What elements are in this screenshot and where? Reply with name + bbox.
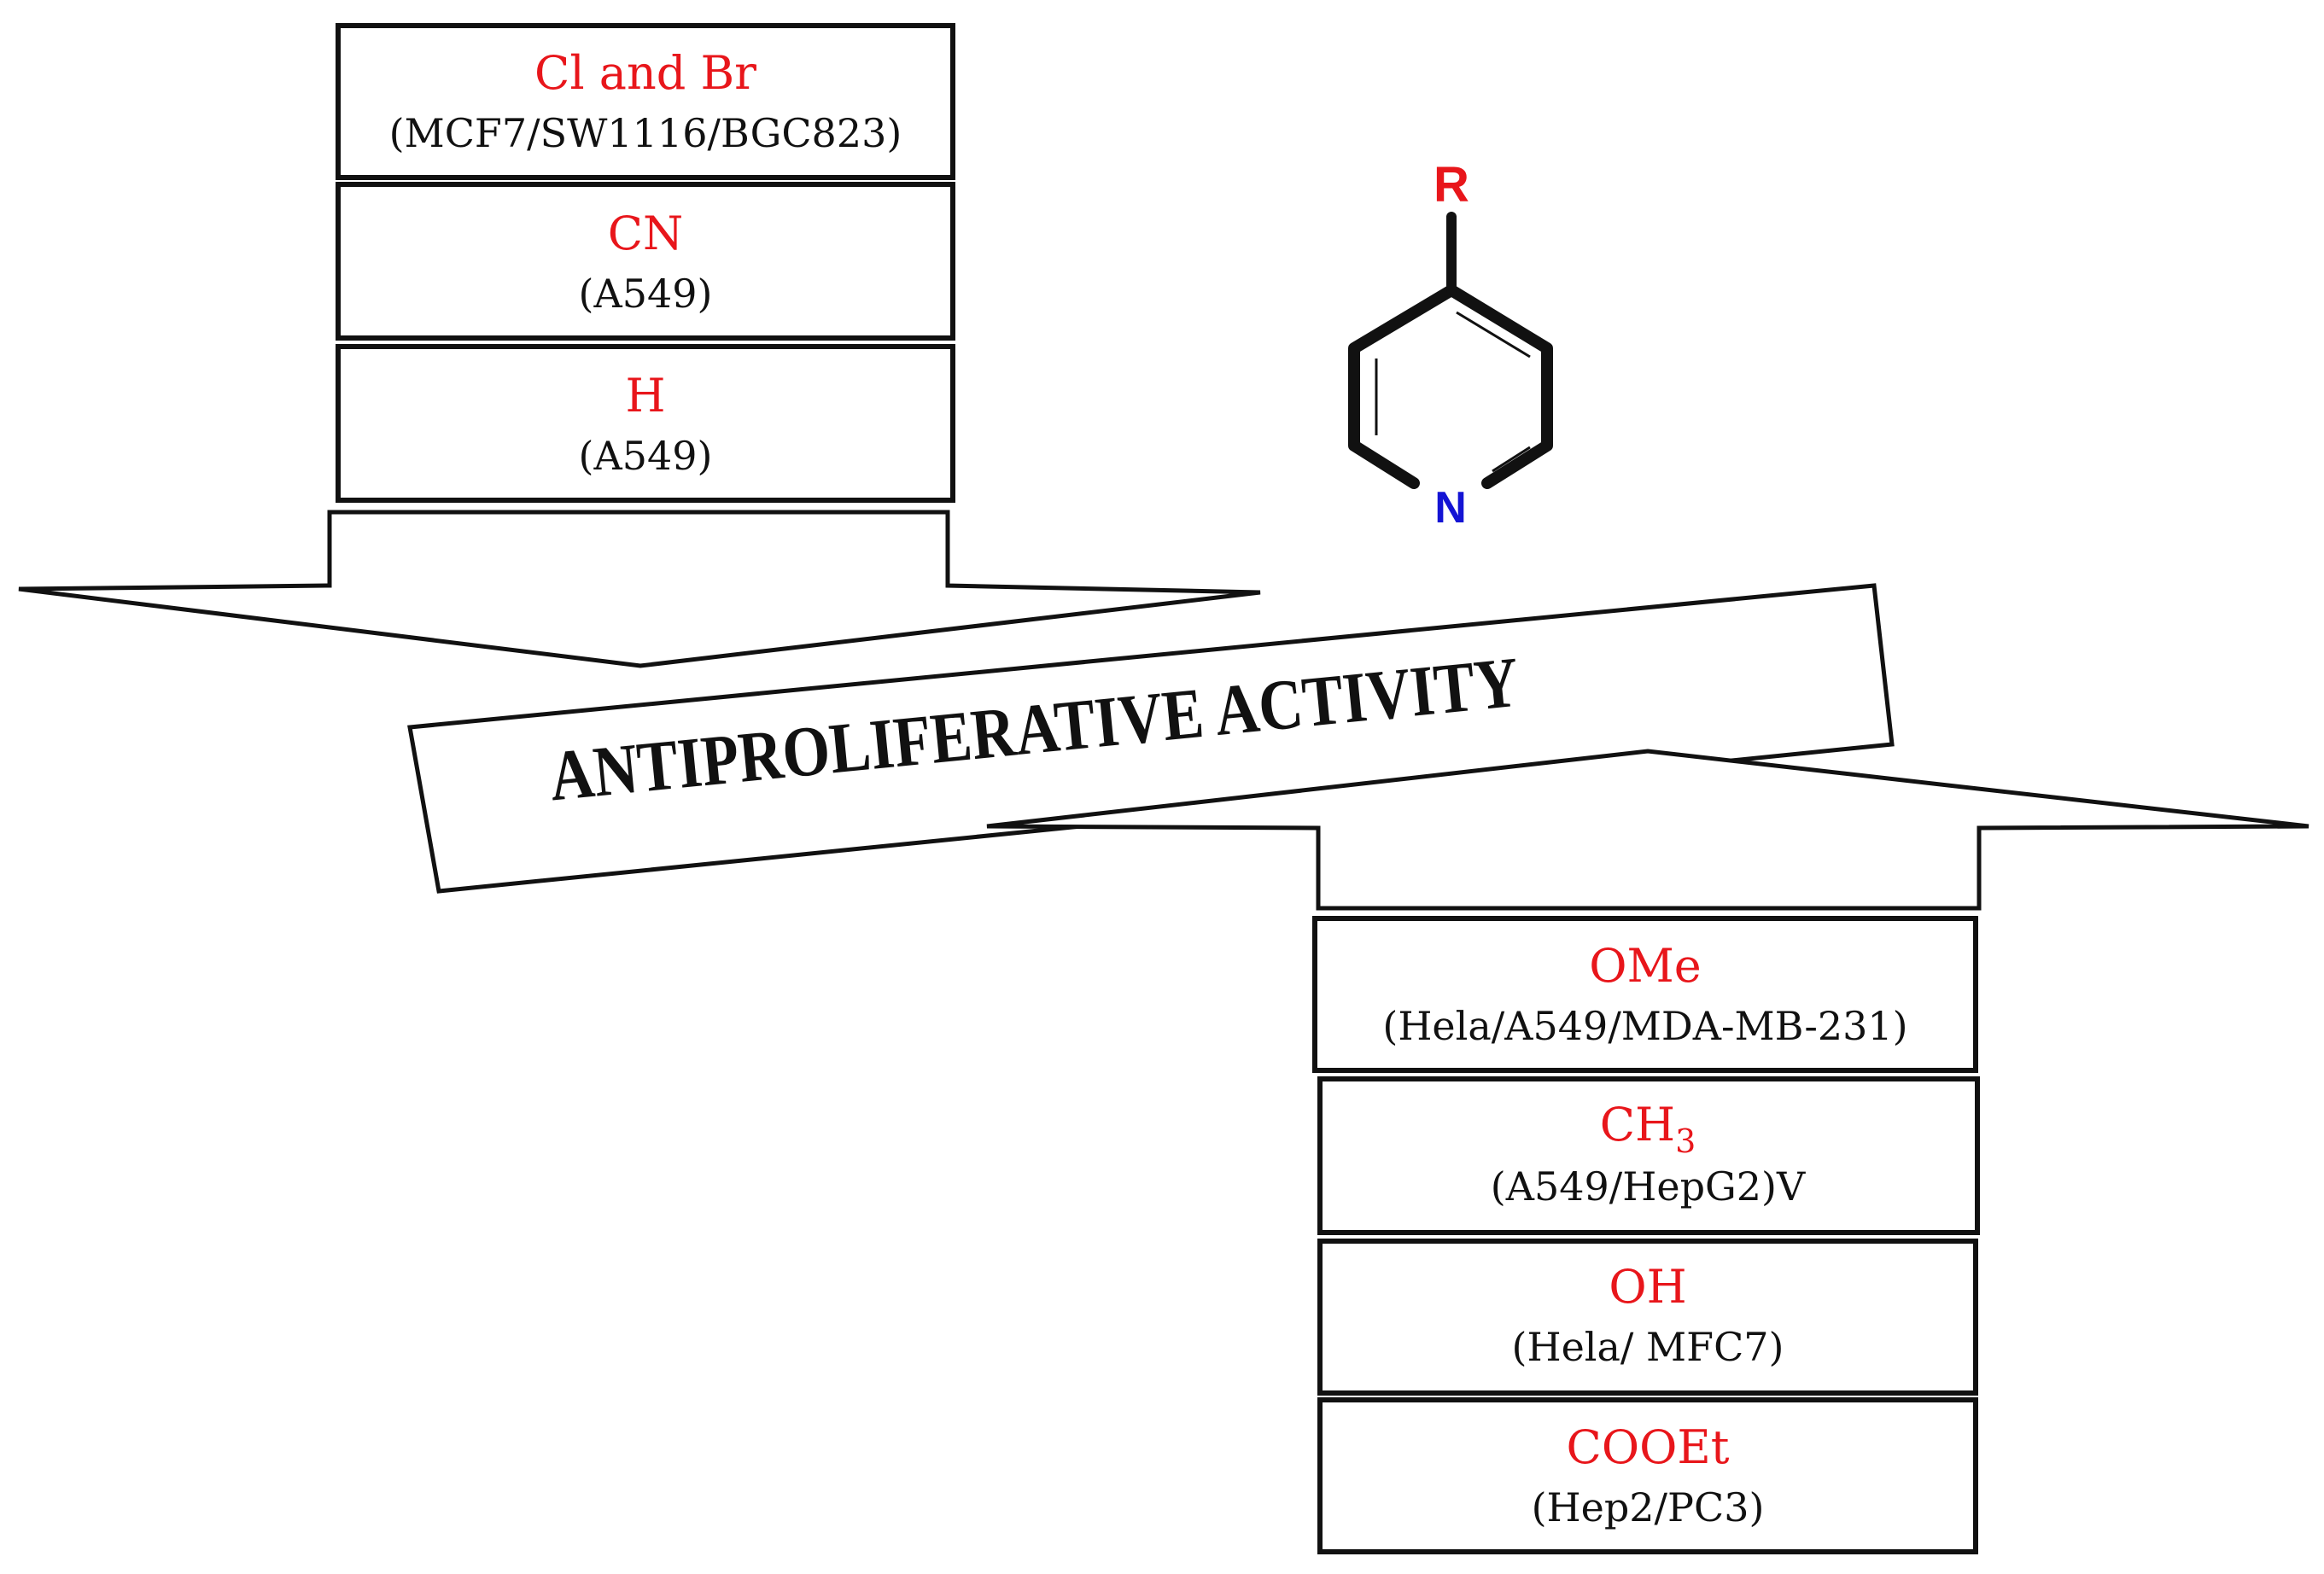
activity-banner [407,583,1895,894]
cell-line-label: (Hela/A549/MDA-MB-231) [1382,1003,1907,1049]
bottom-substituent-group: OMe (Hela/A549/MDA-MB-231) CH3 (A549/Hep… [1312,916,1980,1554]
bottom-box-ome: OMe (Hela/A549/MDA-MB-231) [1312,916,1978,1073]
cell-line-label: (A549) [579,433,713,479]
cell-line-label: (Hela/ MFC7) [1512,1324,1784,1370]
cell-line-label: (Hep2/PC3) [1532,1484,1765,1530]
substituent-label: OMe [1589,939,1702,993]
bottom-box-ch3: CH3 (A549/HepG2)V [1317,1076,1980,1235]
substituent-label: CH3 [1600,1098,1696,1160]
substituent-label: CN [608,207,684,260]
substituent-label: OH [1609,1260,1686,1314]
top-box-h: H (A549) [336,344,955,503]
cell-line-label: (MCF7/SW1116/BGC823) [389,110,902,156]
pyridine-structure: R N [1348,157,1553,533]
top-box-cl-br: Cl and Br (MCF7/SW1116/BGC823) [336,23,955,180]
nitrogen-label: N [1434,483,1467,533]
bottom-box-cooet: COOEt (Hep2/PC3) [1317,1397,1978,1554]
substituent-label: COOEt [1567,1420,1730,1474]
cell-line-label: (A549/HepG2)V [1491,1163,1806,1210]
up-arrow [986,749,2309,911]
top-box-cn: CN (A549) [336,182,955,341]
top-substituent-group: Cl and Br (MCF7/SW1116/BGC823) CN (A549)… [336,23,955,503]
substituent-label: Cl and Br [534,46,756,100]
bottom-box-oh: OH (Hela/ MFC7) [1317,1239,1978,1396]
down-arrow [18,510,1261,668]
r-group-label: R [1434,157,1469,213]
subscript-label: 3 [1675,1122,1696,1160]
cell-line-label: (A549) [579,271,713,317]
substituent-label: H [625,369,665,423]
